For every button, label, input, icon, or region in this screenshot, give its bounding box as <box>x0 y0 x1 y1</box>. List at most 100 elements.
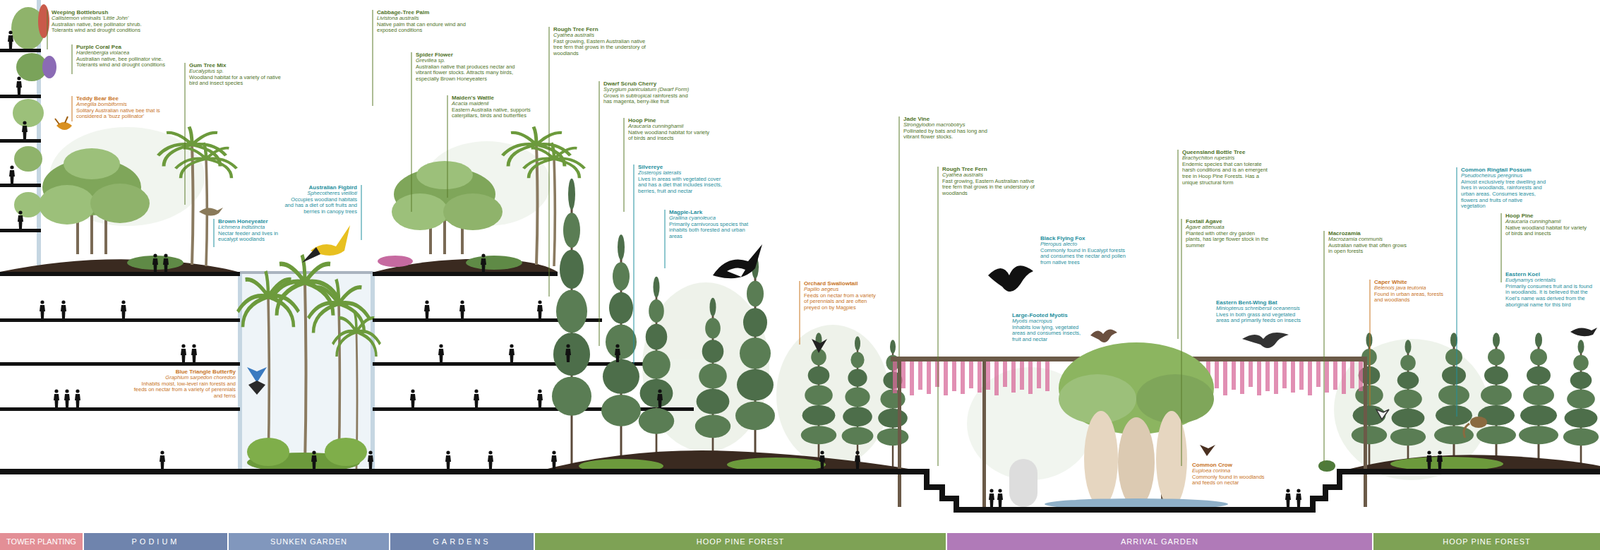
people-part <box>537 388 543 408</box>
roof-garden-part <box>465 255 523 270</box>
floor-slabs-part <box>0 407 240 411</box>
species-description: Native woodland habitat for variety of b… <box>628 129 714 142</box>
species-note: Teddy Bear BeeAmegilla bombiformisSolita… <box>74 94 171 121</box>
species-description: Primarily carnivorous species that inhab… <box>669 221 759 240</box>
species-note: Large-Footed MyotisMyotis macropusInhabi… <box>1010 311 1089 344</box>
fauna-part <box>55 116 68 125</box>
species-note: Rough Tree FernCyathea australisFast gro… <box>940 165 1037 198</box>
forest-pines-part <box>1476 332 1517 470</box>
latin-name: Sphecotheres vieilloti <box>282 190 358 197</box>
species-name: Caper White <box>1374 278 1449 286</box>
fauna-part <box>811 338 828 353</box>
people-part <box>410 388 416 408</box>
species-note: Jade VineStrongylodon macrobotrysPollina… <box>901 115 994 142</box>
species-note: Magpie-LarkGrallina cyanoleucaPrimarily … <box>667 208 760 241</box>
latin-name: Cyathea australis <box>942 172 1035 179</box>
forest-pines-part <box>841 335 874 470</box>
species-description: Solitary Australian native bee that is c… <box>76 107 169 120</box>
species-description: Feeds on nectar from a variety of perenn… <box>803 292 879 312</box>
species-note: Purple Coral PeaHardenbergia violaceaAus… <box>74 43 174 70</box>
people-part <box>508 343 515 363</box>
forest-pines-part <box>1518 332 1559 470</box>
latin-name: Myotis macropus <box>1012 318 1087 325</box>
species-note: SilvereyeZosterops lateralisLives in are… <box>636 163 732 196</box>
fauna-part <box>248 380 266 395</box>
species-name: Queensland Bottle Tree <box>1182 148 1272 156</box>
tower-greenery-part <box>14 191 43 218</box>
species-description: Australian native, bee pollinator shrub.… <box>51 21 155 34</box>
people-part <box>487 450 494 469</box>
latin-name: Macrozamia communis <box>1328 236 1407 243</box>
species-name: Hoop Pine <box>1505 212 1591 219</box>
people-part <box>614 343 621 363</box>
floor-slabs-part <box>372 362 643 366</box>
species-name: Australian Figbird <box>282 184 358 191</box>
species-name: Purple Coral Pea <box>76 43 173 51</box>
species-name: Spider Flower <box>415 51 516 58</box>
floor-slabs-part <box>0 139 41 143</box>
latin-name: Eucalyptus sp. <box>189 68 282 75</box>
forest-pines-part <box>1434 332 1474 470</box>
people-part <box>21 120 28 140</box>
people-part <box>537 299 543 319</box>
zone-name: HOOP PINE FOREST <box>696 537 785 546</box>
species-name: Eastern Bent-Wing Bat <box>1216 299 1302 306</box>
species-note: Gum Tree MixEucalyptus sp.Woodland habit… <box>187 61 284 88</box>
species-name: Cabbage-Tree Palm <box>376 9 473 16</box>
tower-greenery-part <box>12 98 44 128</box>
species-name: Maiden's Wattle <box>451 94 545 101</box>
species-name: Weeping Bottlebrush <box>51 9 155 16</box>
species-name: Large-Footed Myotis <box>1012 311 1087 319</box>
ground-slab-part <box>0 471 1600 510</box>
species-description: Inhabits moist, low-level rain forests a… <box>132 381 236 400</box>
floor-slabs-part <box>372 407 694 411</box>
people-part <box>53 388 60 408</box>
fauna-part <box>302 247 321 263</box>
people-part <box>819 450 826 469</box>
people-part <box>120 299 127 319</box>
latin-name: Grallina cyanoleuca <box>669 215 759 222</box>
latin-name: Syzygium paniculatum (Dwarf Form) <box>603 86 696 94</box>
floor-slabs-part <box>0 271 240 276</box>
people-part <box>424 299 430 319</box>
zone-band: HOOP PINE FOREST <box>534 532 946 550</box>
people-part <box>16 76 22 95</box>
sunken-garden-glass-part <box>370 273 375 470</box>
pergola-part <box>897 361 902 507</box>
latin-name: Araucaria cunninghamii <box>628 123 714 130</box>
forest-pines <box>551 178 1599 470</box>
tower-greenery-part <box>38 4 50 39</box>
people-part <box>445 450 451 469</box>
forest-pines-part <box>1390 339 1426 470</box>
zone-name: TOWER PLANTING <box>6 537 77 546</box>
species-note: Maiden's WattleAcacia maideniiEastern Au… <box>450 93 546 120</box>
sunken-palms-part <box>271 254 339 466</box>
species-name: Blue Triangle Butterfly <box>132 368 236 375</box>
ground-mounds-part <box>1318 460 1336 472</box>
latin-name: Pteropus alecto <box>1040 241 1130 248</box>
people-part <box>480 253 487 272</box>
latin-name: Belenois java teutonia <box>1374 285 1449 292</box>
latin-name: Papilio aegeus <box>803 286 879 293</box>
species-name: Magpie-Lark <box>669 208 759 216</box>
zone-name: HOOP PINE FOREST <box>1442 537 1531 546</box>
floor-slabs-part <box>0 48 41 53</box>
species-description: Fast growing, Eastern Australian native … <box>942 178 1035 197</box>
latin-name: Araucaria cunninghamii <box>1505 218 1591 226</box>
latin-name: Pseudocheirus peregrinus <box>1460 172 1547 180</box>
species-description: Australian native that produces nectar a… <box>415 64 516 83</box>
latin-name: Brachychiton rupestris <box>1182 155 1272 162</box>
species-description: Native palm that can endure wind and exp… <box>376 21 473 34</box>
species-name: Eastern Koel <box>1505 271 1593 278</box>
latin-name: Zosterops lateralis <box>638 170 731 177</box>
fauna-part <box>1242 332 1289 348</box>
ground-slab <box>0 471 1600 510</box>
species-description: Fast growing, Eastern Australian native … <box>553 38 646 58</box>
roof-garden-part <box>0 259 238 272</box>
species-description: Grows in subtropical rainforests and has… <box>603 93 696 106</box>
sunken-palms-part <box>324 437 368 466</box>
zone-name: PODIUM <box>131 537 180 546</box>
species-name: Orchard Swallowtail <box>803 280 879 287</box>
floor-slabs-part <box>0 318 240 322</box>
species-note: Black Flying FoxPteropus alectoCommonly … <box>1038 234 1131 267</box>
